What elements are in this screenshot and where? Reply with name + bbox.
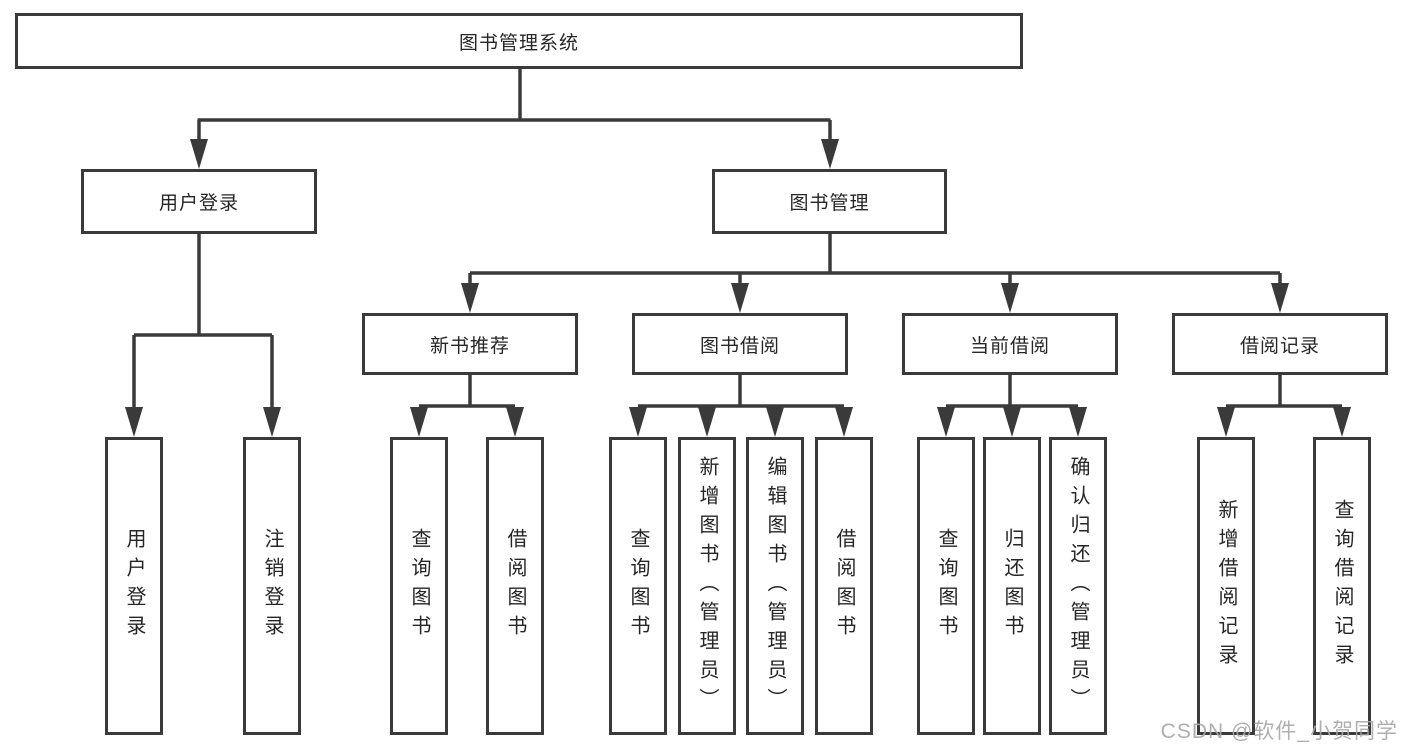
leaf-add-book-admin: 新增图书（管理员） xyxy=(678,437,736,735)
node-book-borrowing: 图书借阅 xyxy=(632,313,848,375)
leaf-label: 查询借阅记录 xyxy=(1331,499,1353,673)
leaf-label: 归还图书 xyxy=(1001,528,1023,644)
leaf-label: 确认归还（管理员） xyxy=(1067,455,1089,717)
leaf-label: 用户登录 xyxy=(123,528,145,644)
node-library-system: 图书管理系统 xyxy=(15,13,1023,69)
leaf-label: 新增图书（管理员） xyxy=(696,455,718,717)
leaf-label: 查询图书 xyxy=(408,528,430,644)
leaf-label: 新增借阅记录 xyxy=(1215,499,1237,673)
leaf-label: 借阅图书 xyxy=(504,528,526,644)
arrowheads xyxy=(125,139,1351,437)
leaf-return-book: 归还图书 xyxy=(983,437,1041,735)
node-new-book-recommend: 新书推荐 xyxy=(362,313,578,375)
leaf-label: 查询图书 xyxy=(935,528,957,644)
leaf-query-books-current: 查询图书 xyxy=(917,437,975,735)
leaf-label: 编辑图书（管理员） xyxy=(764,455,786,717)
leaf-label: 注销登录 xyxy=(261,528,283,644)
leaf-query-books-borrow: 查询图书 xyxy=(609,437,667,735)
leaf-label: 借阅图书 xyxy=(833,528,855,644)
node-borrowing-records: 借阅记录 xyxy=(1172,313,1388,375)
leaf-confirm-return-admin: 确认归还（管理员） xyxy=(1049,437,1107,735)
leaf-logout: 注销登录 xyxy=(243,437,301,735)
leaf-query-books-recommend: 查询图书 xyxy=(390,437,448,735)
leaf-edit-book-admin: 编辑图书（管理员） xyxy=(746,437,804,735)
leaf-query-borrow-record: 查询借阅记录 xyxy=(1313,437,1371,735)
node-current-borrowing: 当前借阅 xyxy=(902,313,1118,375)
leaf-borrow-books: 借阅图书 xyxy=(815,437,873,735)
node-user-login: 用户登录 xyxy=(81,169,317,234)
leaf-user-login: 用户登录 xyxy=(105,437,163,735)
watermark: CSDN @软件_小贺同学 xyxy=(1160,720,1398,743)
leaf-label: 查询图书 xyxy=(627,528,649,644)
node-book-management: 图书管理 xyxy=(712,169,947,234)
leaf-add-borrow-record: 新增借阅记录 xyxy=(1197,437,1255,735)
leaf-borrow-books-recommend: 借阅图书 xyxy=(486,437,544,735)
